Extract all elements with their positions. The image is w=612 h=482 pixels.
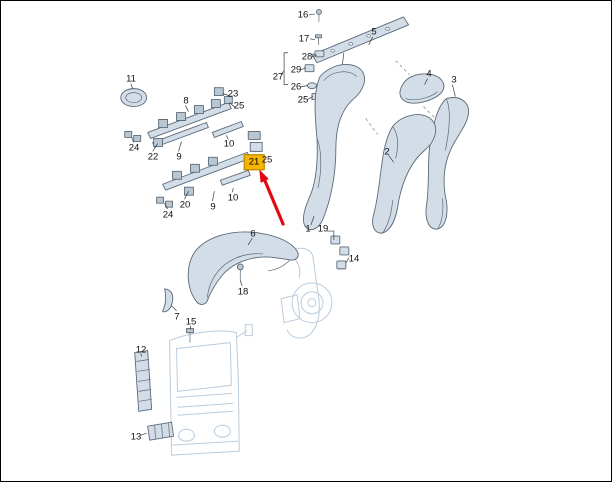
part-label-10[interactable]: 10 xyxy=(223,138,235,150)
part-label-4[interactable]: 4 xyxy=(426,68,432,80)
cab-corner-sketch xyxy=(280,247,333,339)
part-label-6[interactable]: 6 xyxy=(250,228,256,240)
part-label-14[interactable]: 14 xyxy=(348,253,360,265)
part-3-duct xyxy=(425,97,469,230)
fastener-17-screw xyxy=(315,34,322,45)
part-6-wheel-arch-liner xyxy=(187,231,299,305)
part-label-2[interactable]: 2 xyxy=(384,146,390,158)
part-label-1[interactable]: 1 xyxy=(305,223,311,235)
selection-arrow xyxy=(259,169,285,226)
leader-lines xyxy=(130,13,456,436)
part-11-cap xyxy=(120,88,148,108)
part-label-27[interactable]: 27 xyxy=(272,71,284,83)
part-label-26[interactable]: 26 xyxy=(290,81,302,93)
part-label-18[interactable]: 18 xyxy=(237,286,249,298)
part-label-24[interactable]: 24 xyxy=(162,209,174,221)
part-label-5[interactable]: 5 xyxy=(371,26,377,38)
truck-cab-sketch xyxy=(169,324,253,456)
part-label-15[interactable]: 15 xyxy=(185,316,197,328)
part-4-duct xyxy=(399,73,445,104)
part-label-19[interactable]: 19 xyxy=(317,223,329,235)
part-label-24[interactable]: 24 xyxy=(128,142,140,154)
part-label-22[interactable]: 22 xyxy=(147,151,159,163)
part-label-20[interactable]: 20 xyxy=(179,199,191,211)
part-label-12[interactable]: 12 xyxy=(135,344,147,356)
part-label-28[interactable]: 28 xyxy=(301,51,313,63)
part-label-16[interactable]: 16 xyxy=(297,9,309,21)
fastener-15-screw xyxy=(186,328,194,343)
part-label-21[interactable]: 21 xyxy=(243,154,265,170)
part-label-7[interactable]: 7 xyxy=(174,311,180,323)
part-5-mounting-rail xyxy=(311,16,410,64)
part-label-11[interactable]: 11 xyxy=(126,73,136,85)
clips-19-14 xyxy=(330,235,350,270)
part-21-clip xyxy=(247,131,263,152)
part-label-10[interactable]: 10 xyxy=(227,192,239,204)
fastener-16-bolt xyxy=(316,9,322,22)
part-label-13[interactable]: 13 xyxy=(130,431,142,443)
part-1-duct xyxy=(302,64,365,230)
part-label-25[interactable]: 25 xyxy=(297,94,309,106)
part-label-9[interactable]: 9 xyxy=(176,151,182,163)
part-12-pillar-trim xyxy=(134,350,153,412)
part-label-25[interactable]: 25 xyxy=(233,100,245,112)
part-label-25[interactable]: 25 xyxy=(261,154,273,166)
part-label-23[interactable]: 23 xyxy=(227,88,239,100)
rail-cluster-upper xyxy=(124,87,244,148)
part-label-17[interactable]: 17 xyxy=(298,33,310,45)
part-label-3[interactable]: 3 xyxy=(451,74,457,86)
part-2-duct xyxy=(372,114,437,234)
part-label-9[interactable]: 9 xyxy=(210,201,216,213)
part-label-8[interactable]: 8 xyxy=(183,95,189,107)
part-label-29[interactable]: 29 xyxy=(290,64,302,76)
part-7-trim-strip xyxy=(162,288,174,313)
part-13-grille-piece xyxy=(147,421,174,441)
fastener-18-screw xyxy=(236,263,244,282)
